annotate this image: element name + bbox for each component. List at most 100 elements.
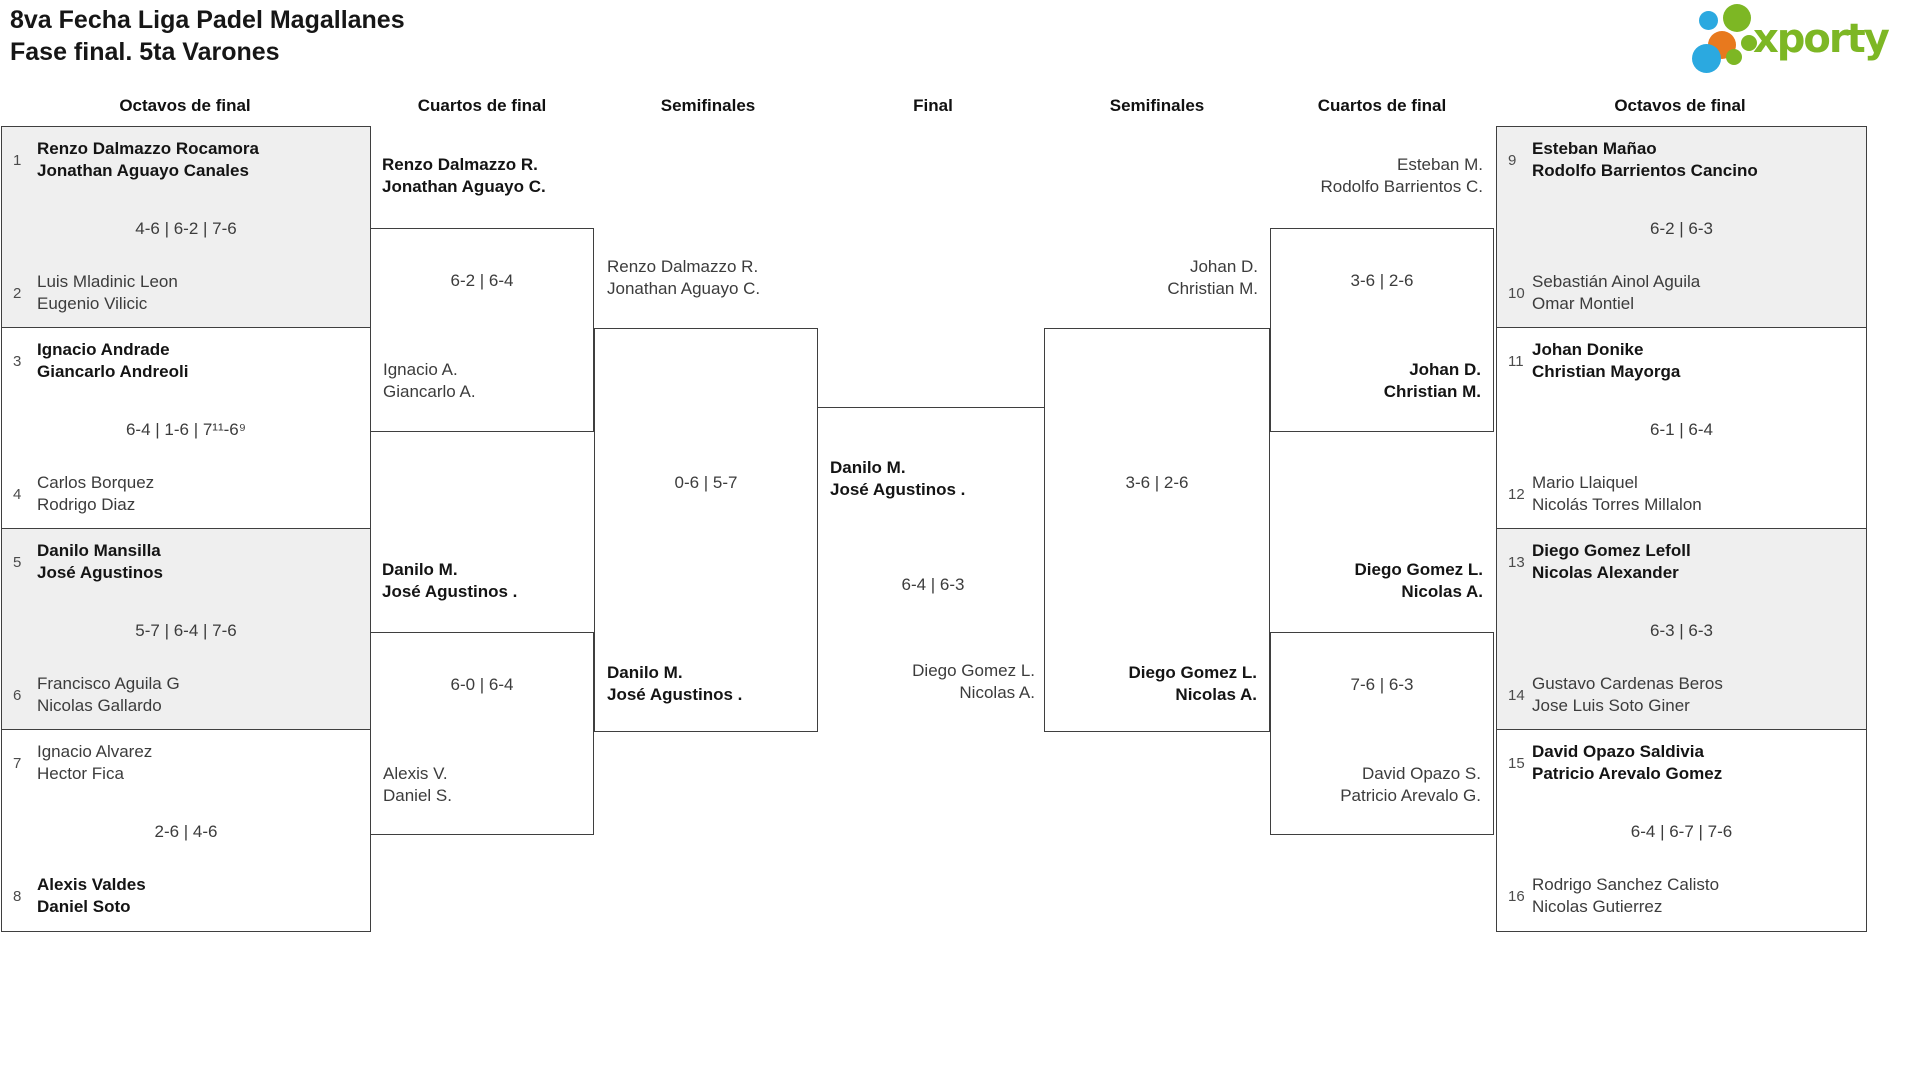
seed-number: 7 xyxy=(13,754,22,772)
seed-number: 12 xyxy=(1508,485,1525,503)
team-players: Danilo Mansilla José Agustinos xyxy=(37,540,163,584)
player-name: Christian M. xyxy=(1167,279,1258,298)
team-players: Ignacio Alvarez Hector Fica xyxy=(37,741,152,785)
column-header-octavos-right: Octavos de final xyxy=(1614,96,1746,115)
player-name: Danilo Mansilla xyxy=(37,541,161,560)
match-score: 6-3 | 6-3 xyxy=(1649,621,1713,640)
team-players: Rodrigo Sanchez Calisto Nicolas Gutierre… xyxy=(1532,874,1719,918)
match-score: 0-6 | 5-7 xyxy=(674,473,738,492)
page-title-line2: Fase final. 5ta Varones xyxy=(10,38,280,66)
sf-left-winner-label: Danilo M. José Agustinos . xyxy=(607,662,742,706)
match-score: 2-6 | 4-6 xyxy=(154,822,218,841)
team-row: 4 Carlos Borquez Rodrigo Diaz xyxy=(2,472,370,516)
seed-number: 11 xyxy=(1508,352,1524,370)
team-players: Carlos Borquez Rodrigo Diaz xyxy=(37,472,154,516)
seed-number: 1 xyxy=(13,151,22,169)
page-title-line1: 8va Fecha Liga Padel Magallanes xyxy=(10,6,405,34)
seed-number: 4 xyxy=(13,485,22,503)
player-name: Renzo Dalmazzo Rocamora xyxy=(37,139,259,158)
octavos-right-column: 9 Esteban Mañao Rodolfo Barrientos Canci… xyxy=(1496,126,1867,932)
match-score: 7-6 | 6-3 xyxy=(1350,675,1414,694)
seed-number: 9 xyxy=(1508,151,1517,169)
player-name: Christian Mayorga xyxy=(1532,362,1681,381)
player-name: Nicolás Torres Millalon xyxy=(1532,495,1702,514)
octavos-match-7-8: 7 Ignacio Alvarez Hector Fica 2-6 | 4-6 … xyxy=(2,730,370,931)
final-connector-line xyxy=(818,407,1044,408)
logo-dot-blue-large xyxy=(1692,44,1721,73)
team-row: 16 Rodrigo Sanchez Calisto Nicolas Gutie… xyxy=(1497,874,1866,918)
player-name: Daniel S. xyxy=(383,786,452,805)
team-players: Francisco Aguila G Nicolas Gallardo xyxy=(37,673,180,717)
octavos-left-column: 1 Renzo Dalmazzo Rocamora Jonathan Aguay… xyxy=(1,126,371,932)
player-name: Nicolas Alexander xyxy=(1532,563,1679,582)
player-name: Giancarlo A. xyxy=(383,382,476,401)
page-title: 8va Fecha Liga Padel Magallanes Fase fin… xyxy=(10,4,405,68)
player-name: Diego Gomez Lefoll xyxy=(1532,541,1691,560)
player-name: Nicolas Gallardo xyxy=(37,696,162,715)
qf-left-1-winner-label: Renzo Dalmazzo R. Jonathan Aguayo C. xyxy=(382,154,546,198)
player-name: Francisco Aguila G xyxy=(37,674,180,693)
seed-number: 8 xyxy=(13,887,22,905)
player-name: Johan D. xyxy=(1409,360,1481,379)
player-name: José Agustinos xyxy=(37,563,163,582)
column-header-final: Final xyxy=(913,96,953,115)
player-name: Gustavo Cardenas Beros xyxy=(1532,674,1723,693)
octavos-match-5-6: 5 Danilo Mansilla José Agustinos 5-7 | 6… xyxy=(2,529,370,730)
match-score: 3-6 | 2-6 xyxy=(1125,473,1189,492)
logo-dot-green-small-2 xyxy=(1726,49,1742,65)
logo-dot-blue-small xyxy=(1699,11,1718,30)
player-name: Omar Montiel xyxy=(1532,294,1635,313)
seed-number: 2 xyxy=(13,284,22,302)
team-row: 13 Diego Gomez Lefoll Nicolas Alexander xyxy=(1497,540,1866,584)
player-name: Rodolfo Barrientos Cancino xyxy=(1532,161,1758,180)
player-name: Eugenio Vilicic xyxy=(37,294,148,313)
final-champion-label: Danilo M. José Agustinos . xyxy=(830,457,965,501)
player-name: Jonathan Aguayo C. xyxy=(607,279,761,298)
seed-number: 15 xyxy=(1508,754,1525,772)
team-row: 6 Francisco Aguila G Nicolas Gallardo xyxy=(2,673,370,717)
player-name: Patricio Arevalo G. xyxy=(1340,786,1481,805)
player-name: Alexis V. xyxy=(383,764,448,783)
team-players: Johan Donike Christian Mayorga xyxy=(1532,339,1680,383)
player-name: Diego Gomez L. xyxy=(1128,663,1257,682)
seed-number: 10 xyxy=(1508,284,1525,302)
octavos-match-1-2: 1 Renzo Dalmazzo Rocamora Jonathan Aguay… xyxy=(2,127,370,328)
player-name: Mario Llaiquel xyxy=(1532,473,1638,492)
team-players: Renzo Dalmazzo Rocamora Jonathan Aguayo … xyxy=(37,138,259,182)
seed-number: 5 xyxy=(13,553,22,571)
octavos-match-11-12: 11 Johan Donike Christian Mayorga 6-1 | … xyxy=(1497,328,1866,529)
player-name: Jonathan Aguayo Canales xyxy=(37,161,249,180)
player-name: Patricio Arevalo Gomez xyxy=(1532,764,1723,783)
team-players: David Opazo Saldivia Patricio Arevalo Go… xyxy=(1532,741,1722,785)
octavos-match-15-16: 15 David Opazo Saldivia Patricio Arevalo… xyxy=(1497,730,1866,931)
octavos-match-9-10: 9 Esteban Mañao Rodolfo Barrientos Canci… xyxy=(1497,127,1866,328)
player-name: José Agustinos . xyxy=(830,480,966,499)
player-name: Luis Mladinic Leon xyxy=(37,272,178,291)
player-name: Nicolas A. xyxy=(1401,582,1483,601)
player-name: Danilo M. xyxy=(382,560,458,579)
player-name: Johan Donike xyxy=(1532,340,1644,359)
sf-left-box: 0-6 | 5-7 Danilo M. José Agustinos . xyxy=(594,328,818,732)
qf-right-1-box: 3-6 | 2-6 Johan D. Christian M. xyxy=(1270,228,1494,432)
player-name: Nicolas A. xyxy=(959,683,1035,702)
qf-right-2-winner-label: Diego Gomez L. Nicolas A. xyxy=(1283,559,1483,603)
logo-wordmark: xporty xyxy=(1753,16,1890,62)
team-row: 3 Ignacio Andrade Giancarlo Andreoli xyxy=(2,339,370,383)
match-score: 6-2 | 6-3 xyxy=(1649,219,1713,238)
octavos-match-3-4: 3 Ignacio Andrade Giancarlo Andreoli 6-4… xyxy=(2,328,370,529)
seed-number: 13 xyxy=(1508,553,1525,571)
match-score: 6-2 | 6-4 xyxy=(450,271,514,290)
seed-number: 3 xyxy=(13,352,22,370)
player-name: David Opazo S. xyxy=(1361,764,1481,783)
column-header-semis-right: Semifinales xyxy=(1109,96,1205,115)
player-name: Johan D. xyxy=(1189,257,1258,276)
player-name: José Agustinos . xyxy=(607,685,743,704)
player-name: Jose Luis Soto Giner xyxy=(1532,696,1690,715)
team-players: Gustavo Cardenas Beros Jose Luis Soto Gi… xyxy=(1532,673,1723,717)
sf-left-top-label: Renzo Dalmazzo R. Jonathan Aguayo C. xyxy=(607,256,760,300)
team-row: 11 Johan Donike Christian Mayorga xyxy=(1497,339,1866,383)
sf-right-box: 3-6 | 2-6 Diego Gomez L. Nicolas A. xyxy=(1044,328,1270,732)
player-name: Jonathan Aguayo C. xyxy=(382,177,546,196)
seed-number: 6 xyxy=(13,686,22,704)
